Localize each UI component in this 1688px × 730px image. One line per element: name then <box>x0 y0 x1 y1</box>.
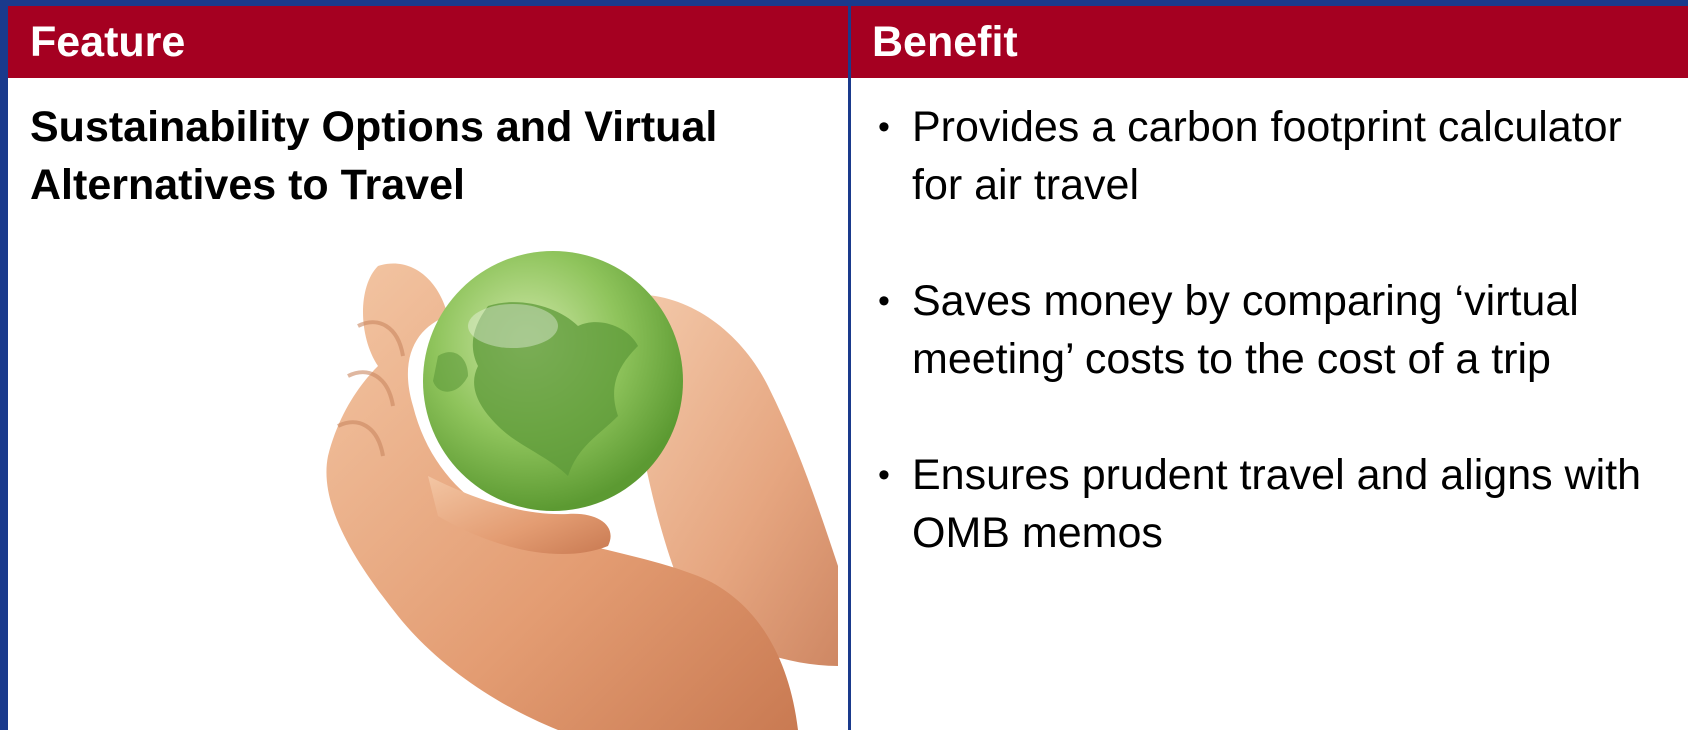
feature-column-header: Feature <box>8 6 848 78</box>
feature-title: Sustainability Options and Virtual Alter… <box>30 103 718 209</box>
bullet-icon: • <box>878 108 890 146</box>
benefit-item: • Saves money by comparing ‘virtual meeti… <box>878 272 1678 388</box>
benefit-column-header: Benefit <box>850 6 1688 78</box>
bullet-icon: • <box>878 456 890 494</box>
benefits-list: • Provides a carbon footprint calculator … <box>878 98 1678 620</box>
benefit-text: Provides a carbon footprint calculator f… <box>912 103 1622 209</box>
bullet-icon: • <box>878 282 890 320</box>
column-divider <box>848 6 851 730</box>
benefit-item: • Provides a carbon footprint calculator … <box>878 98 1678 214</box>
hands-holding-globe-image <box>326 251 838 730</box>
benefit-text: Ensures prudent travel and aligns with O… <box>912 451 1642 557</box>
benefit-text: Saves money by comparing ‘virtual meetin… <box>912 277 1579 383</box>
benefit-item: • Ensures prudent travel and aligns with … <box>878 446 1678 562</box>
feature-benefit-table: Feature Benefit Sustainability Options a… <box>8 6 1688 730</box>
